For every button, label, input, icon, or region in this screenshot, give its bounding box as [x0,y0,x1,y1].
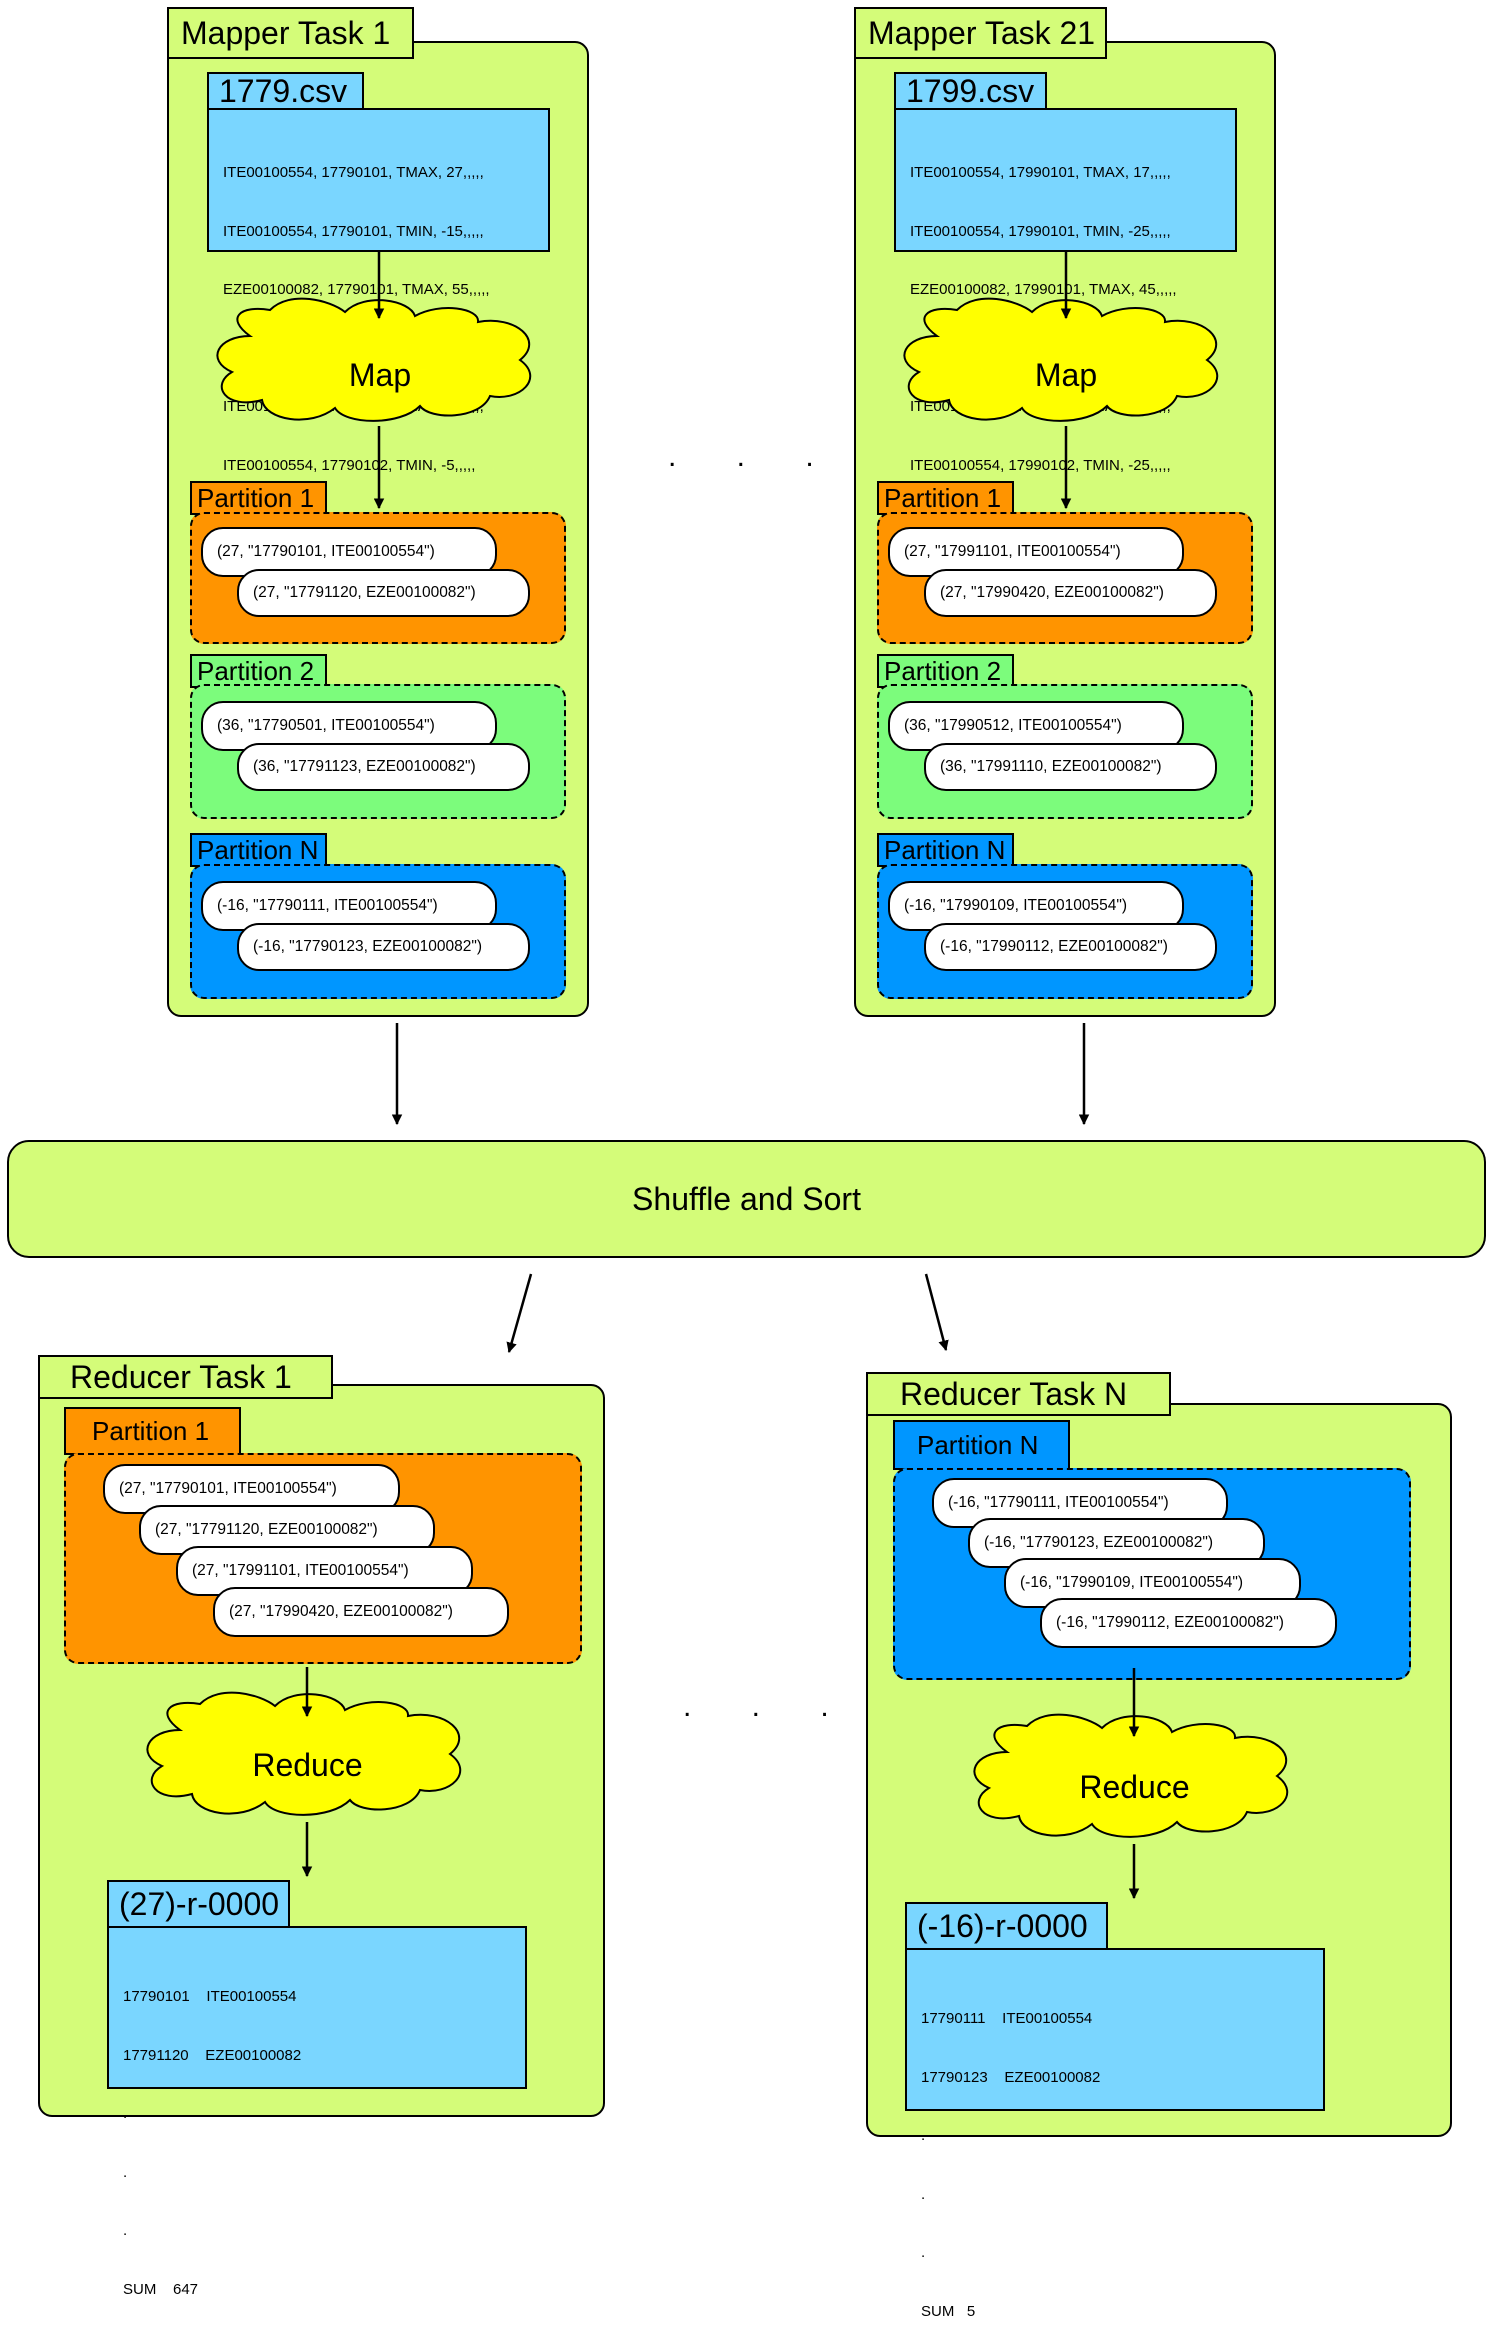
file-line: ITE00100554, 17990102, TMIN, -25,,,,, [910,456,1171,474]
mapper-1-file-name: 1779.csv [207,72,364,110]
reducer-ellipsis: . . . [683,1690,855,1723]
reducer-task-n-title: Reducer Task N [866,1372,1171,1416]
mapper-1-partition-n-tab: Partition N [190,833,327,867]
mapper-ellipsis: . . . [668,440,840,473]
output-line: 17791120 EZE00100082 [123,2046,302,2064]
mapper-1-partition-1-item-1: (27, "17790101, ITE00100554") [201,527,497,577]
output-line: . [123,2222,128,2239]
mapper-21-partition-n-item-2: (-16, "17990112, EZE00100082") [924,923,1217,971]
output-line: SUM 647 [123,2280,199,2298]
mapper-21-file-contents: ITE00100554, 17990101, TMAX, 17,,,,, ITE… [894,108,1237,474]
mapper-21-partition-2-item-2: (36, "17991110, EZE00100082") [924,743,1217,791]
output-line: 17790111 ITE00100554 [921,2010,1093,2027]
reducer-1-partition-tab: Partition 1 [64,1407,241,1455]
reducer-1-reduce-label: Reduce [252,1746,363,1783]
reducer-task-1-title: Reducer Task 1 [38,1355,333,1399]
mapper-1-partition-n-item-1: (-16, "17790111, ITE00100554") [201,881,497,931]
output-line: 17790123 EZE00100082 [921,2068,1101,2086]
file-line: ITE00100554, 17790102, TMIN, -5,,,,, [223,456,476,474]
mapper-1-file-contents: ITE00100554, 17790101, TMAX, 27,,,,, ITE… [207,108,550,474]
mapper-21-partition-1-tab: Partition 1 [877,481,1014,515]
mapper-task-1-title: Mapper Task 1 [167,7,414,59]
reducer-1-item-4: (27, "17990420, EZE00100082") [213,1587,509,1637]
arrow-shuffle-to-reducer1 [506,1273,533,1354]
reducer-n-partition-tab: Partition N [893,1420,1070,1470]
mapper-1-partition-2-item-1: (36, "17790501, ITE00100554") [201,701,497,751]
mapper-21-map-label: Map [1034,356,1098,393]
mapper-1-partition-2-item-2: (36, "17791123, EZE00100082") [237,743,530,791]
file-line: ITE00100554, 17790101, TMIN, -15,,,,, [223,222,484,240]
mapper-1-partition-1-tab: Partition 1 [190,481,327,515]
reducer-n-reduce-label: Reduce [1079,1768,1190,1805]
output-line: . [123,2105,128,2122]
file-line: EZE00100082, 17790101, TMAX, 55,,,,, [223,281,490,298]
mapper-1-partition-1-item-2: (27, "17791120, EZE00100082") [237,569,530,617]
output-line: . [123,2163,128,2181]
reducer-n-output-contents: 17790111 ITE00100554 17790123 EZE0010008… [905,1948,1325,2320]
output-line: . [921,2244,926,2261]
output-line: 17790101 ITE00100554 [123,1988,297,2005]
mapper-21-partition-n-item-1: (-16, "17990109, ITE00100554") [888,881,1184,931]
mapper-task-21-title: Mapper Task 21 [854,7,1107,59]
output-line: . [921,2127,926,2144]
reducer-n-item-4: (-16, "17990112, EZE00100082") [1040,1598,1337,1648]
reducer-1-output-contents: 17790101 ITE00100554 17791120 EZE0010008… [107,1926,527,2298]
output-line: . [921,2185,926,2203]
mapper-21-file-name: 1799.csv [894,72,1047,110]
reducer-n-output-name: (-16)-r-0000 [905,1902,1108,1950]
file-line: ITE00100554, 17790101, TMAX, 27,,,,, [223,164,484,181]
file-line: ITE00100554, 17990101, TMAX, 17,,,,, [910,164,1171,181]
arrow-shuffle-to-reducern [924,1273,949,1352]
mapper-21-partition-1-item-2: (27, "17990420, EZE00100082") [924,569,1217,617]
mapper-1-partition-n-item-2: (-16, "17790123, EZE00100082") [237,923,530,971]
mapper-21-partition-2-item-1: (36, "17990512, ITE00100554") [888,701,1184,751]
file-line: EZE00100082, 17990101, TMAX, 45,,,,, [910,281,1177,298]
mapper-1-partition-2-tab: Partition 2 [190,654,327,688]
shuffle-and-sort-box: Shuffle and Sort [7,1140,1486,1258]
mapper-1-map-label: Map [348,356,412,393]
reducer-1-output-name: (27)-r-0000 [107,1880,290,1928]
output-line: SUM 5 [921,2302,976,2320]
file-line: ITE00100554, 17990101, TMIN, -25,,,,, [910,222,1171,240]
mapper-21-partition-n-tab: Partition N [877,833,1014,867]
mapper-21-partition-2-tab: Partition 2 [877,654,1014,688]
